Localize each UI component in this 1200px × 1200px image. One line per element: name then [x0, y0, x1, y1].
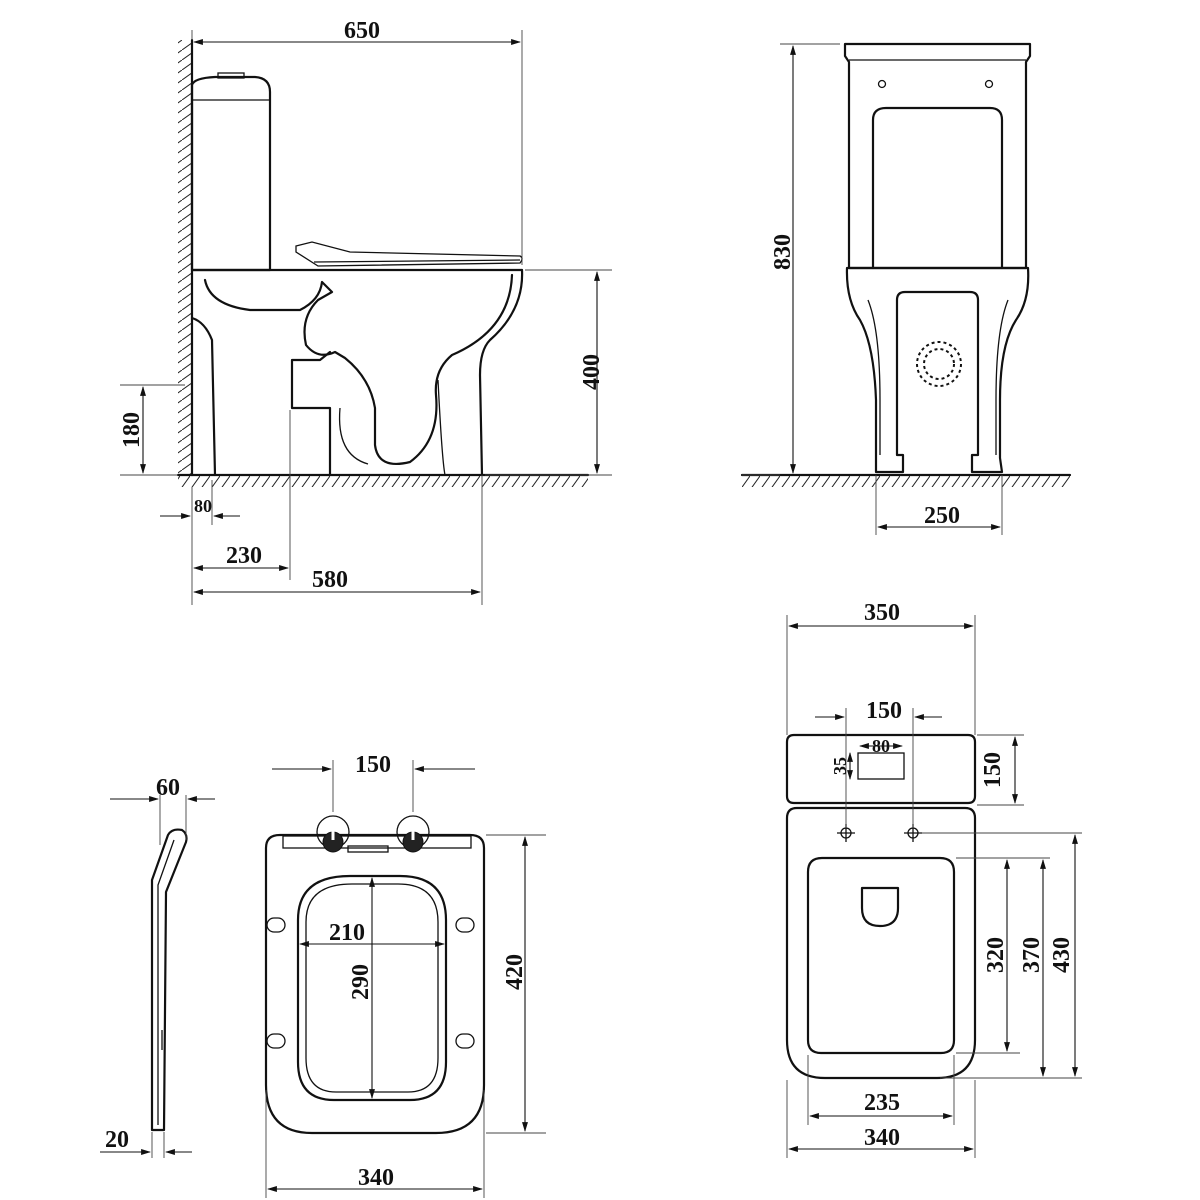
dim-label-340-seat: 340	[358, 1165, 394, 1191]
dim-label-250: 250	[924, 503, 960, 529]
seat-line	[313, 259, 521, 263]
dim-label-420: 420	[502, 954, 528, 990]
bumper-br	[455, 1033, 475, 1049]
fixing-hole-right	[984, 79, 994, 89]
dim-label-210: 210	[329, 920, 365, 946]
seat-lid-front	[871, 106, 1004, 270]
bowl-opening-top	[806, 856, 956, 1055]
dim-label-430: 430	[1049, 937, 1075, 973]
dim-label-180: 180	[119, 412, 145, 448]
bowl-top	[785, 806, 977, 1080]
dim-label-370: 370	[1019, 937, 1045, 973]
dim-label-650: 650	[344, 18, 380, 44]
dim-label-580: 580	[312, 567, 348, 593]
bowl-outer-back	[190, 316, 217, 477]
dim-label-350: 350	[864, 600, 900, 626]
drain-hole-top	[860, 886, 900, 928]
dim-label-290: 290	[348, 964, 374, 1000]
seat-outline	[264, 833, 486, 1135]
bumper-bl	[266, 1033, 286, 1049]
outlet-circle	[916, 341, 962, 387]
hinge-right	[396, 815, 430, 853]
dim-label-35: 35	[830, 757, 850, 775]
dim-label-60: 60	[156, 775, 180, 801]
bowl-outer-front	[478, 268, 524, 477]
dim-label-235: 235	[864, 1090, 900, 1116]
bowl-inner	[203, 273, 514, 466]
top-view: 350 150 80 35 150 320 370 430 235	[785, 600, 1082, 1158]
bumper-tr	[455, 917, 475, 933]
flush-button	[217, 72, 245, 79]
dim-label-340-top: 340	[864, 1125, 900, 1151]
dim-label-150-hinge: 150	[355, 752, 391, 778]
floor-hatch-front	[742, 475, 1070, 487]
foot-line	[437, 379, 446, 476]
dim-label-230: 230	[226, 543, 262, 569]
hinge-bar	[282, 835, 472, 849]
seat-profile	[150, 828, 188, 1132]
seat-top-view: 150 210 290 420 340	[264, 752, 546, 1198]
outlet-pipe	[290, 350, 332, 477]
dim-label-320: 320	[983, 937, 1009, 973]
cistern-top	[785, 733, 977, 805]
fixing-hole-left	[877, 79, 887, 89]
floor-hatch	[178, 475, 588, 487]
dim-label-150-depth: 150	[980, 752, 1006, 788]
dim-label-150-top: 150	[866, 698, 902, 724]
side-view: 650 400 180 80 230 580	[119, 18, 612, 605]
dim-label-80: 80	[194, 496, 212, 516]
seat-side-view: 60 20	[100, 775, 215, 1158]
trap-line	[338, 407, 369, 465]
wall-hatch	[178, 40, 192, 475]
bumper-tl	[266, 917, 286, 933]
bowl-front	[845, 266, 1030, 474]
dim-label-830: 830	[770, 234, 796, 270]
dim-label-20: 20	[105, 1127, 129, 1153]
dim-label-400: 400	[579, 354, 605, 390]
cistern	[190, 75, 272, 272]
seat-opening-outer	[296, 874, 448, 1102]
seat-opening-inner	[305, 883, 439, 1093]
dim-label-80-top: 80	[872, 736, 890, 756]
hinge-left	[316, 815, 350, 853]
front-view: 830 250	[740, 42, 1072, 535]
flush-button-top	[857, 752, 905, 780]
